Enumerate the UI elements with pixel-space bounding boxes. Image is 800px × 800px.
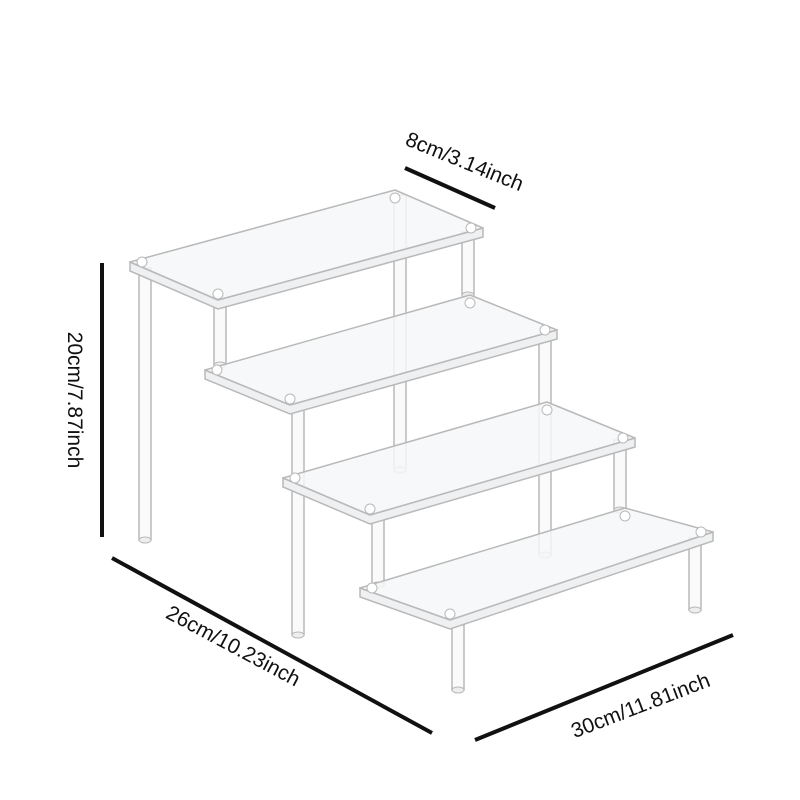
shelf-peg: [695, 526, 707, 538]
shelf-peg: [539, 324, 551, 336]
height-label: 20cm/7.87inch: [63, 332, 86, 469]
width-dimension-line: [474, 633, 734, 742]
leg: [213, 299, 227, 366]
shelf-peg: [211, 364, 223, 376]
shelf-peg: [617, 432, 629, 444]
leg-foot: [688, 606, 702, 614]
shelf-peg: [284, 393, 296, 405]
shelf-peg: [364, 503, 376, 515]
shelf-peg: [619, 510, 631, 522]
shelf-top: [129, 189, 484, 301]
shelf-peg: [212, 288, 224, 300]
leg: [291, 409, 305, 636]
shelf-peg: [366, 582, 378, 594]
leg-foot: [291, 631, 305, 639]
leg: [138, 267, 152, 541]
leg-foot: [138, 536, 152, 544]
shelves: [129, 189, 714, 630]
leg: [451, 624, 465, 691]
side-label: 26cm/10.23inch: [162, 601, 304, 691]
shelf: [359, 507, 714, 630]
shelf-peg: [289, 472, 301, 484]
shelf: [204, 294, 558, 415]
shelf-peg: [464, 297, 476, 309]
depth-dimension-line: [404, 166, 496, 210]
shelf-peg: [444, 608, 456, 620]
shelf-peg: [136, 256, 148, 268]
width-label: 30cm/11.81inch: [568, 669, 713, 743]
leg: [371, 514, 385, 586]
shelf-peg: [541, 404, 553, 416]
side-dimension-line: [111, 556, 433, 735]
depth-label: 8cm/3.14inch: [402, 128, 526, 196]
shelf: [282, 401, 636, 525]
shelf-peg: [465, 222, 477, 234]
shelf-top: [282, 401, 636, 516]
leg-foot: [451, 686, 465, 694]
shelf-top: [359, 507, 714, 621]
shelf-peg: [389, 192, 401, 204]
shelf: [129, 189, 484, 310]
shelf-top: [204, 294, 558, 406]
